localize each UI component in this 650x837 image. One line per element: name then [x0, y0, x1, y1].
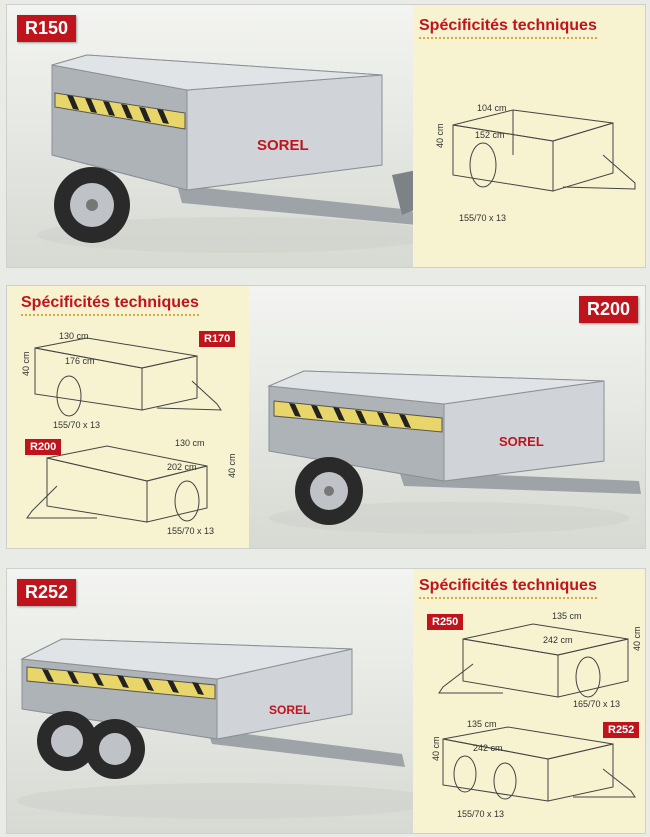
- panel-r150: R150 SOREL Spécificités techniques: [6, 4, 646, 268]
- diagram-r250-r252: [438, 623, 636, 802]
- model-badge-r150: R150: [17, 15, 77, 42]
- dim-length-r250: 242 cm: [543, 635, 573, 645]
- model-badge-r252: R252: [17, 579, 77, 606]
- brand-logo-r150: SOREL: [257, 137, 309, 154]
- dim-tyre-r250: 165/70 x 13: [573, 699, 621, 709]
- dim-length-r252: 242 cm: [473, 743, 503, 753]
- model-badge-r250: R250: [427, 614, 464, 630]
- dim-width-r170: 130 cm: [59, 331, 89, 341]
- trailer-photo-r150: SOREL: [37, 54, 437, 253]
- spec-area-r150: [413, 5, 645, 267]
- dim-length-r170: 176 cm: [65, 356, 95, 366]
- panel-r252: R252 SOREL Spécificités techniques R250: [6, 568, 646, 834]
- dim-height-r170: 40 cm: [21, 351, 31, 376]
- dim-tyre-r170: 155/70 x 13: [53, 420, 101, 430]
- brand-logo-r200: SOREL: [499, 434, 544, 449]
- spec-title-r252: Spécificités techniques: [419, 577, 597, 599]
- dim-width-r200: 130 cm: [175, 438, 205, 448]
- dim-width-r250: 135 cm: [552, 611, 582, 621]
- brand-logo-r252: SOREL: [269, 703, 310, 717]
- dim-height-r150: 40 cm: [435, 123, 445, 148]
- panel-r200: Spécificités techniques R170 130 cm 176 …: [6, 285, 646, 549]
- spec-title-r150: Spécificités techniques: [419, 17, 597, 39]
- diagram-r150: [452, 109, 636, 192]
- trailer-photo-r200: SOREL: [267, 370, 641, 534]
- spec-title-r200: Spécificités techniques: [21, 294, 199, 316]
- spec-area-r252: [413, 569, 645, 833]
- model-badge-r252-diagram: R252: [603, 722, 640, 738]
- dim-tyre-r200: 155/70 x 13: [167, 526, 215, 536]
- dim-tyre-r252: 155/70 x 13: [457, 809, 505, 819]
- model-badge-r200: R200: [579, 296, 639, 323]
- diagram-r170: [26, 337, 222, 523]
- dim-height-r252: 40 cm: [431, 736, 441, 761]
- dim-tyre-r150: 155/70 x 13: [459, 213, 507, 223]
- model-badge-r170: R170: [199, 331, 236, 347]
- dim-height-r200: 40 cm: [227, 453, 237, 478]
- dim-height-r250: 40 cm: [632, 626, 642, 651]
- dim-width-r150: 104 cm: [477, 103, 507, 113]
- dim-width-r252: 135 cm: [467, 719, 497, 729]
- dim-length-r200: 202 cm: [167, 462, 197, 472]
- model-badge-r200-diagram: R200: [25, 439, 62, 455]
- dim-length-r150: 152 cm: [475, 130, 505, 140]
- trailer-photo-r252: SOREL: [17, 638, 437, 819]
